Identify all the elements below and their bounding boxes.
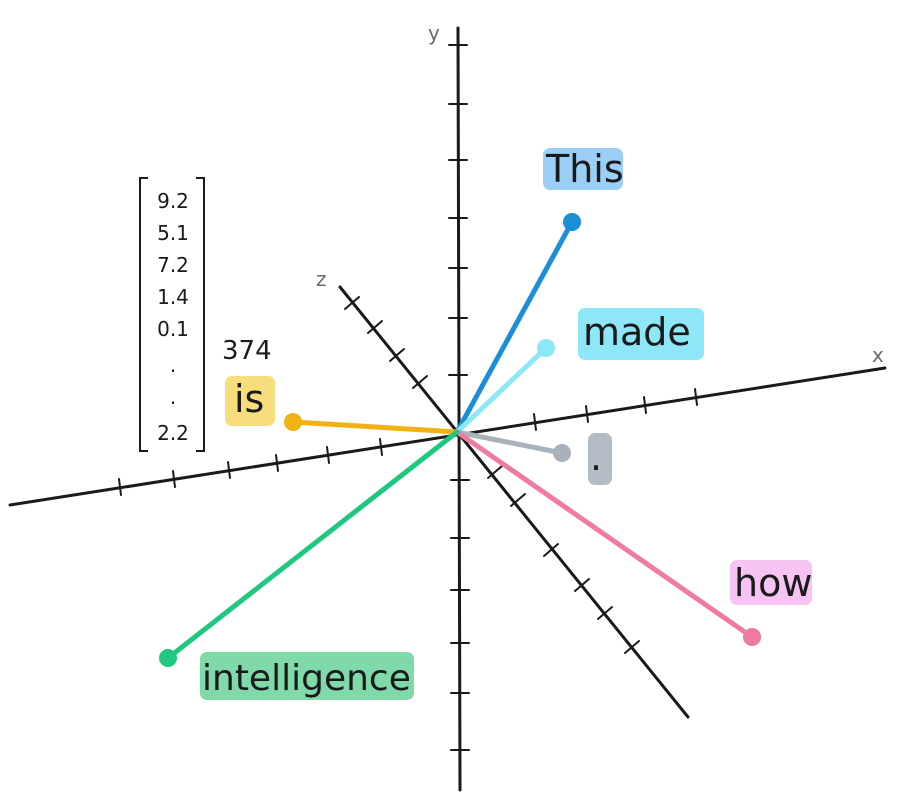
y-axis-ticks xyxy=(448,44,470,751)
word-highlight-intelligence xyxy=(200,652,414,700)
vector-point-how xyxy=(743,628,761,646)
y-axis xyxy=(456,26,462,792)
token-intelligence: intelligence xyxy=(159,429,460,700)
word-highlight-how xyxy=(730,560,812,605)
word-period: . xyxy=(590,435,602,479)
dimension-count: 374 xyxy=(222,336,272,366)
word-this: This xyxy=(545,147,624,191)
vector-line-is xyxy=(290,419,460,435)
vector-line-made xyxy=(454,345,549,435)
token-this: This xyxy=(454,147,624,435)
z-axis-label: z xyxy=(316,267,327,291)
vector-value: 5.1 xyxy=(157,221,189,245)
word-highlight-is xyxy=(225,376,275,426)
vector-point-intelligence xyxy=(159,649,177,667)
vector-value: . xyxy=(170,353,176,377)
word-highlight-made xyxy=(578,308,704,360)
word-is: is xyxy=(234,377,264,421)
vector-value: 7.2 xyxy=(157,253,189,277)
x-axis-label: x xyxy=(872,343,884,367)
left-bracket xyxy=(139,177,148,452)
vector-point-this xyxy=(563,213,581,231)
z-axis xyxy=(338,285,690,719)
word-made: made xyxy=(583,310,691,354)
word-how: how xyxy=(734,561,812,605)
vector-value: 0.1 xyxy=(157,317,189,341)
token-made: made xyxy=(454,308,704,435)
vector-value: 2.2 xyxy=(157,421,189,445)
y-axis-label: y xyxy=(428,21,440,45)
vector-point-period xyxy=(553,444,571,462)
vector-line-this xyxy=(454,219,575,435)
vector-line-intelligence xyxy=(165,429,460,661)
word-highlight-period xyxy=(588,433,612,485)
embedding-vector: 9.2 5.1 7.2 1.4 0.1 . . 2.2 xyxy=(139,177,205,452)
token-is: is xyxy=(225,376,460,435)
x-axis-ticks xyxy=(118,388,698,496)
vector-point-is xyxy=(284,413,302,431)
vector-value: . xyxy=(170,385,176,409)
vector-point-made xyxy=(537,339,555,357)
token-period: . xyxy=(454,429,612,485)
z-axis-ticks xyxy=(344,296,640,654)
right-bracket xyxy=(196,177,205,452)
token-how: how xyxy=(454,429,812,646)
word-highlight-this xyxy=(543,148,623,190)
vector-value: 9.2 xyxy=(157,189,189,213)
vector-line-period xyxy=(454,429,565,456)
vector-value: 1.4 xyxy=(157,285,189,309)
vector-line-how xyxy=(454,429,755,640)
word-intelligence: intelligence xyxy=(202,658,411,699)
